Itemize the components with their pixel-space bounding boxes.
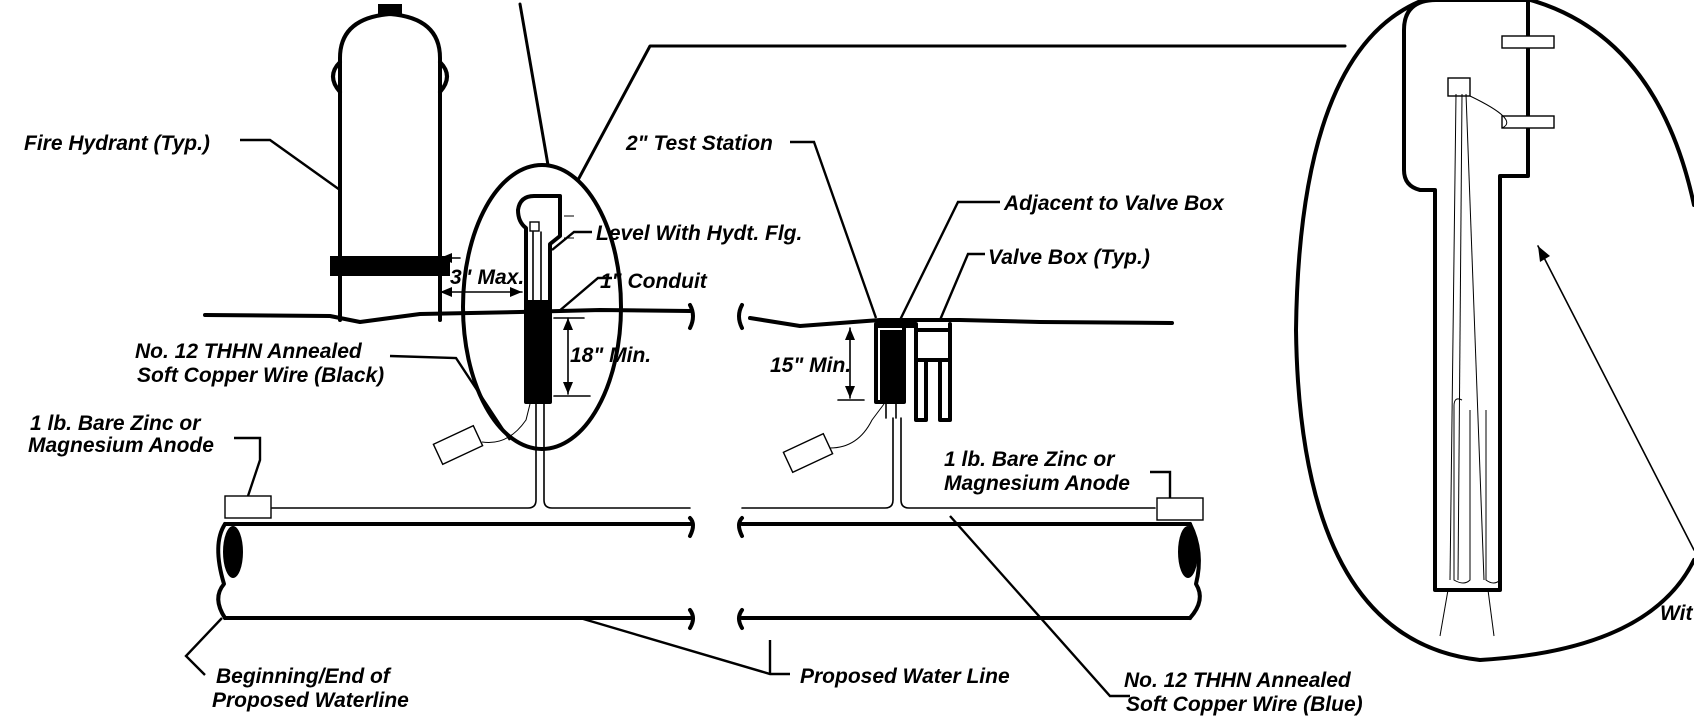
label-anode-left-line2: Magnesium Anode: [28, 434, 214, 457]
label-valve-box: Valve Box (Typ.): [988, 246, 1150, 269]
label-beginning-line1: Beginning/End of: [216, 665, 392, 688]
label-fire-hydrant: Fire Hydrant (Typ.): [24, 132, 210, 155]
water-pipe: [216, 516, 1202, 630]
fire-hydrant: [330, 4, 450, 322]
label-anode-left-line1: 1 lb. Bare Zinc or: [30, 412, 202, 435]
leader-lines: [184, 138, 1172, 698]
label-black-wire-line1: No. 12 THHN Annealed: [135, 340, 363, 363]
anode-buried-right: [782, 432, 834, 474]
anode-buried-left: [432, 424, 484, 466]
detail-callout-ellipse: [461, 2, 1347, 451]
label-conduit: 1" Conduit: [600, 270, 708, 293]
label-black-wire-line2: Soft Copper Wire (Black): [137, 364, 384, 387]
valve-box: [874, 320, 952, 422]
test-station-left: [516, 194, 574, 404]
dimension-3-max: [439, 253, 523, 297]
label-anode-right-line2: Magnesium Anode: [944, 472, 1130, 495]
label-blue-wire-line1: No. 12 THHN Annealed: [1124, 669, 1352, 692]
anode-left: [224, 495, 272, 519]
label-eighteen-min: 18" Min.: [570, 344, 651, 367]
label-blue-wire-line2: Soft Copper Wire (Blue): [1126, 693, 1363, 716]
ground-left: [203, 303, 695, 330]
detail-enlarged-ellipse: [1294, 0, 1694, 662]
label-anode-right-line1: 1 lb. Bare Zinc or: [944, 448, 1116, 471]
label-three-inch-max: 3" Max.: [450, 266, 524, 289]
label-proposed-water-line: Proposed Water Line: [800, 665, 1010, 688]
dimension-18-min: [553, 317, 591, 397]
label-level-with-flange: Level With Hydt. Flg.: [596, 222, 802, 245]
ground-right: [737, 303, 1174, 330]
label-fifteen-min: 15" Min.: [770, 354, 851, 377]
anode-right: [1156, 497, 1204, 521]
dimension-15-min: [837, 327, 865, 401]
label-beginning-line2: Proposed Waterline: [212, 689, 409, 712]
label-adjacent-valve-box: Adjacent to Valve Box: [1003, 192, 1225, 215]
label-test-station: 2" Test Station: [625, 132, 773, 155]
label-cut-off: Wit: [1660, 602, 1693, 625]
